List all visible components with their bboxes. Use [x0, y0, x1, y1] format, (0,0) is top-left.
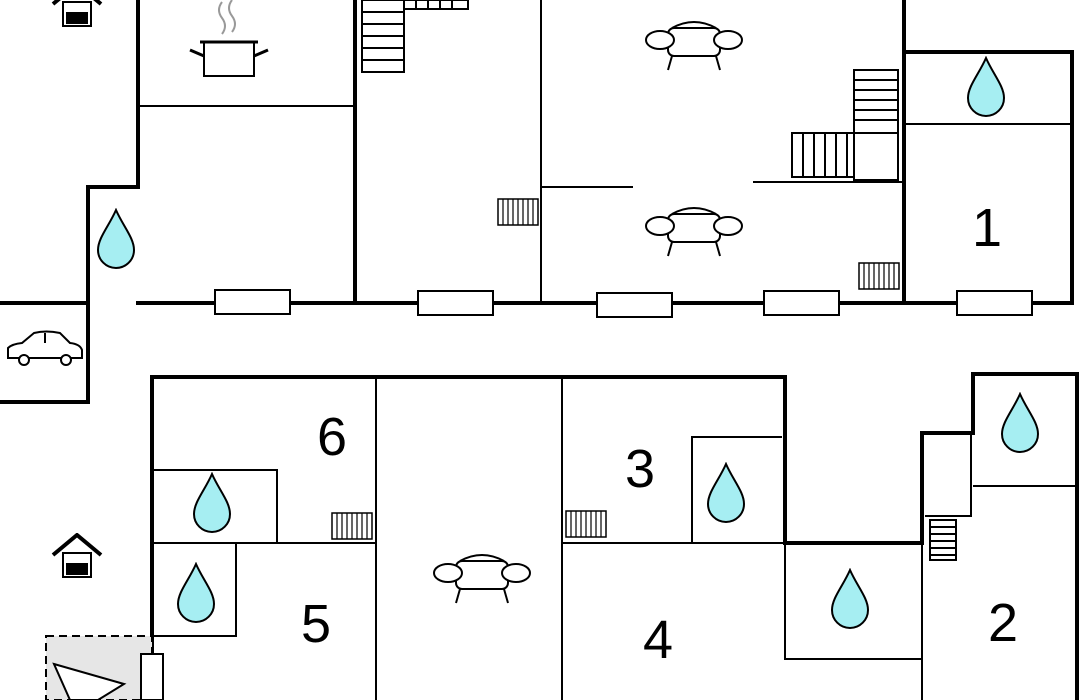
water-drop-icon [831, 569, 869, 629]
stairs-icon [929, 519, 957, 561]
water-drop-icon [967, 57, 1005, 117]
water-drop-icon [707, 463, 745, 523]
house-icon [51, 533, 103, 579]
water-drop-icon [1001, 393, 1039, 453]
house-icon [51, 0, 103, 28]
room-number-5: 5 [301, 594, 331, 654]
cooking-pot-icon [189, 0, 269, 77]
room-number-3: 3 [625, 439, 655, 499]
water-drop-icon [97, 209, 135, 269]
stairs-icon [361, 0, 469, 73]
water-drop-icon [193, 473, 231, 533]
radiator-icon [858, 262, 900, 290]
sofa-icon [645, 207, 743, 257]
water-drop-icon [177, 563, 215, 623]
compass-icon [52, 662, 127, 700]
radiator-icon [565, 510, 607, 538]
top-windows [214, 289, 1033, 318]
garage [0, 301, 90, 404]
bottom-building-walls [150, 372, 1079, 700]
room-number-1: 1 [972, 198, 1002, 258]
room-number-6: 6 [317, 407, 347, 467]
radiator-icon [497, 198, 539, 226]
sofa-icon [645, 21, 743, 71]
top-building-walls [0, 0, 1074, 305]
sofa-icon [433, 554, 531, 604]
car-icon [7, 330, 83, 366]
radiator-icon [331, 512, 373, 540]
room-number-4: 4 [643, 610, 673, 670]
stairs-icon [791, 69, 899, 181]
room-number-2: 2 [988, 593, 1018, 653]
